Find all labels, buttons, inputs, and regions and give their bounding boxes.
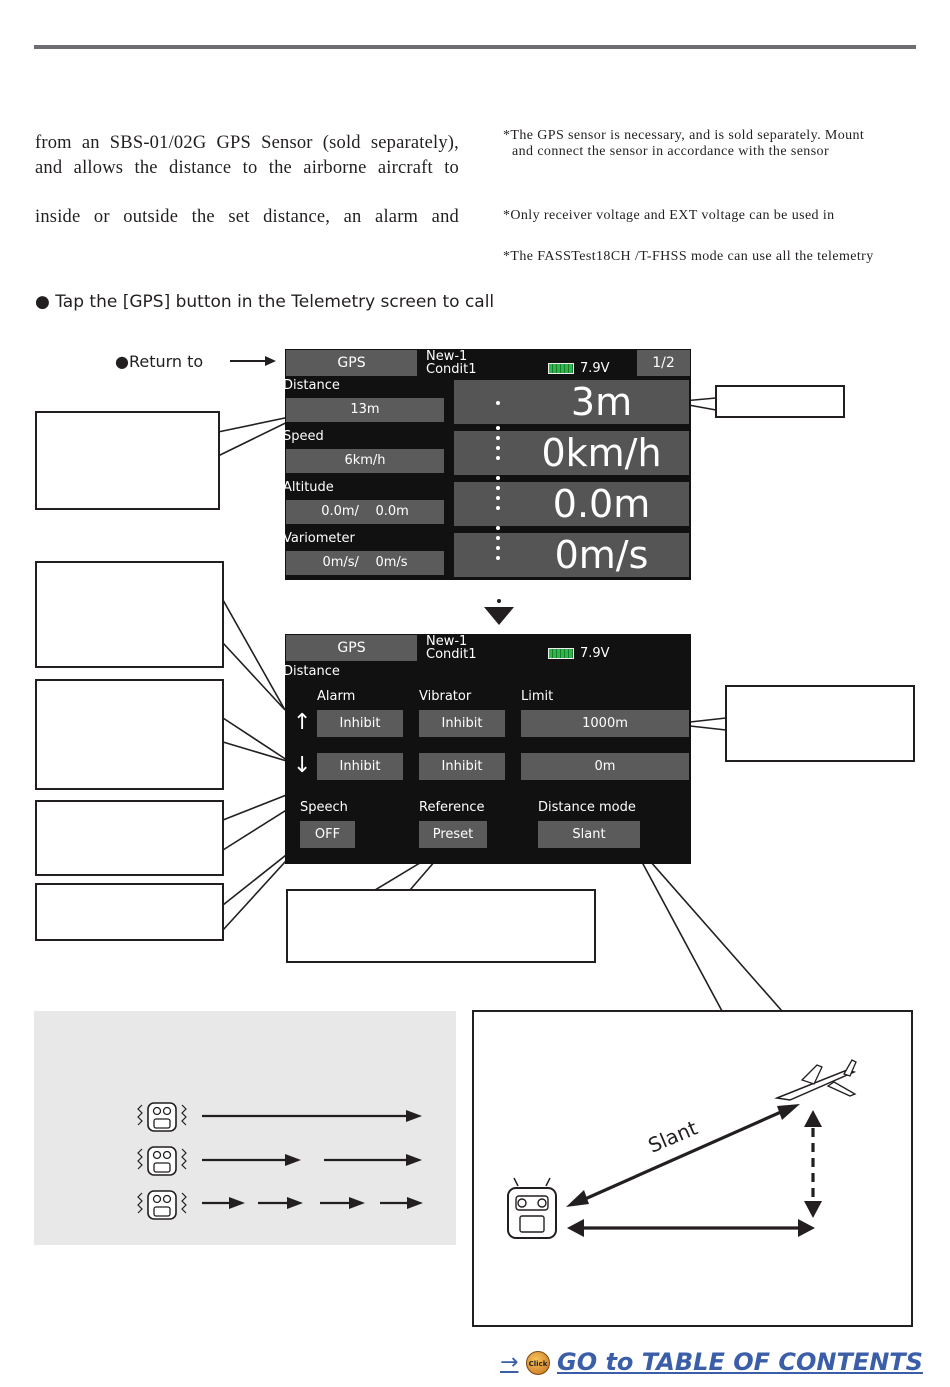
battery-icon: [548, 363, 574, 374]
reference-button[interactable]: Preset: [419, 821, 487, 848]
callout-alarm-type: [35, 800, 224, 876]
up-arrow-icon: ↑: [293, 710, 312, 735]
down-arrow-icon: ↓: [293, 753, 312, 778]
callout-up-alarm: [35, 561, 224, 668]
model-name-2: New-1: [426, 634, 468, 649]
page-button[interactable]: 1/2: [637, 350, 690, 376]
altitude-label: Altitude: [283, 480, 334, 495]
altitude-big-display: 0.0m: [454, 482, 689, 526]
distance-value[interactable]: 13m: [286, 398, 444, 422]
airplane-icon: [774, 1059, 857, 1101]
vibrator-column-label: Vibrator: [419, 689, 472, 704]
note-fasstest: *The FASSTest18CH /T-FHSS mode can use a…: [503, 249, 874, 264]
distance-mode-diagram: [472, 1010, 913, 1327]
vario-big-display: 0m/s: [454, 533, 689, 577]
gps-screen-page1: GPS New-1 Condit1 7.9V 1/2 Distance 13m …: [283, 349, 691, 580]
transmitter-vibrate-icon-3: [137, 1190, 187, 1220]
battery-icon-2: [548, 648, 574, 659]
note-sensor-2: and connect the sensor in accordance wit…: [512, 144, 830, 159]
instruction-text: ● Tap the [GPS] button in the Telemetry …: [35, 292, 495, 312]
battery-voltage-2: 7.9V: [580, 646, 610, 661]
note-voltage: *Only receiver voltage and EXT voltage c…: [503, 208, 835, 223]
transmitter-icon: [507, 1177, 557, 1239]
gps-title-button[interactable]: GPS: [286, 350, 417, 376]
vibration-patterns: [137, 1102, 423, 1220]
condition-name: Condit1: [426, 362, 477, 377]
intro-line-3: inside or outside the set distance, an a…: [35, 207, 459, 227]
gps-title-button-2[interactable]: GPS: [286, 635, 417, 661]
speech-button[interactable]: OFF: [300, 821, 355, 848]
variometer-label: Variometer: [283, 531, 355, 546]
up-alarm-button[interactable]: Inhibit: [317, 710, 403, 737]
distance-label-2: Distance: [283, 664, 340, 679]
down-limit-button[interactable]: 0m: [521, 753, 689, 780]
altitude-value[interactable]: 0.0m/ 0.0m: [286, 500, 444, 524]
up-limit-button[interactable]: 1000m: [521, 710, 689, 737]
gps-screen-page2: GPS New-1 Condit1 7.9V Distance Alarm Vi…: [283, 634, 691, 864]
toc-arrow-icon: →: [500, 1350, 519, 1375]
slant-diagram-drawing: Slant: [507, 1059, 857, 1239]
distance-mode-button[interactable]: Slant: [538, 821, 640, 848]
header-rule: [34, 45, 916, 49]
battery-voltage: 7.9V: [580, 361, 610, 376]
dotted-divider: [496, 401, 500, 560]
click-badge-icon: Click: [526, 1351, 550, 1375]
note-sensor-1: *The GPS sensor is necessary, and is sol…: [503, 128, 865, 143]
distance-label: Distance: [283, 378, 340, 393]
callout-distance-display: [35, 411, 220, 510]
callout-reference: [286, 889, 596, 963]
callout-limit: [725, 685, 915, 762]
toc-link-label[interactable]: GO to TABLE OF CONTENTS: [557, 1348, 923, 1376]
callout-current-distance: [715, 385, 845, 418]
limit-column-label: Limit: [521, 689, 554, 704]
model-name: New-1: [426, 349, 468, 364]
return-label: ●Return to: [115, 352, 204, 371]
intro-line-2: and allows the distance to the airborne …: [35, 158, 459, 178]
callout-down-alarm: [35, 679, 224, 790]
reference-label: Reference: [419, 800, 485, 815]
intro-line-1: from an SBS-01/02G GPS Sensor (sold sepa…: [35, 133, 459, 153]
down-vibrator-button[interactable]: Inhibit: [419, 753, 505, 780]
transmitter-vibrate-icon-1: [137, 1102, 187, 1132]
condition-name-2: Condit1: [426, 647, 477, 662]
speed-value[interactable]: 6km/h: [286, 449, 444, 473]
up-vibrator-button[interactable]: Inhibit: [419, 710, 505, 737]
distance-mode-label: Distance mode: [538, 800, 636, 815]
distance-big-display: 3m: [454, 380, 689, 424]
vibration-pattern-panel: [34, 1011, 456, 1245]
alarm-column-label: Alarm: [317, 689, 356, 704]
transmitter-vibrate-icon-2: [137, 1146, 187, 1176]
variometer-value[interactable]: 0m/s/ 0m/s: [286, 551, 444, 575]
callout-speech: [35, 883, 224, 941]
speed-big-display: 0km/h: [454, 431, 689, 475]
down-alarm-button[interactable]: Inhibit: [317, 753, 403, 780]
speech-label: Speech: [300, 800, 348, 815]
speed-label: Speed: [283, 429, 324, 444]
